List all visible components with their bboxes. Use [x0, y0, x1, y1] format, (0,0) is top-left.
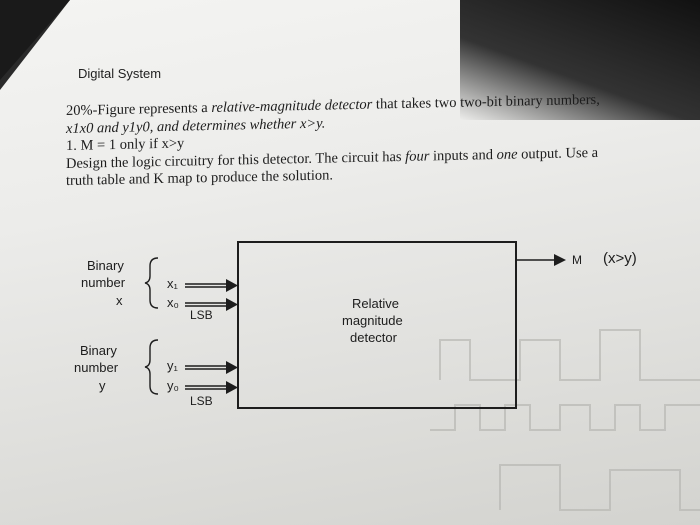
detector-block [237, 241, 517, 409]
x1-label: x₁ [167, 276, 178, 291]
x0-label: x₀ [167, 295, 179, 310]
y-input-title-3: y [99, 378, 106, 393]
y0-label: y₀ [167, 378, 179, 393]
block-label-1: Relative [352, 296, 399, 311]
x-input-title-2: number [81, 275, 126, 290]
x-input-title-3: x [116, 293, 123, 308]
background-corner [0, 0, 70, 80]
y-input-title-2: number [74, 360, 119, 375]
block-label-2: magnitude [342, 313, 403, 328]
y-lsb-label: LSB [190, 394, 213, 408]
block-label-3: detector [350, 330, 397, 345]
output-name: M [572, 253, 582, 267]
x-lsb-label: LSB [190, 308, 213, 322]
output-condition: (x>y) [603, 250, 637, 267]
background-shadow [460, 0, 700, 120]
page-title: Digital System [78, 66, 162, 81]
brace-x [144, 257, 159, 309]
y1-label: y₁ [167, 358, 178, 373]
y-input-title-1: Binary [80, 343, 117, 358]
brace-y [144, 339, 159, 395]
x-input-title-1: Binary [87, 258, 124, 273]
